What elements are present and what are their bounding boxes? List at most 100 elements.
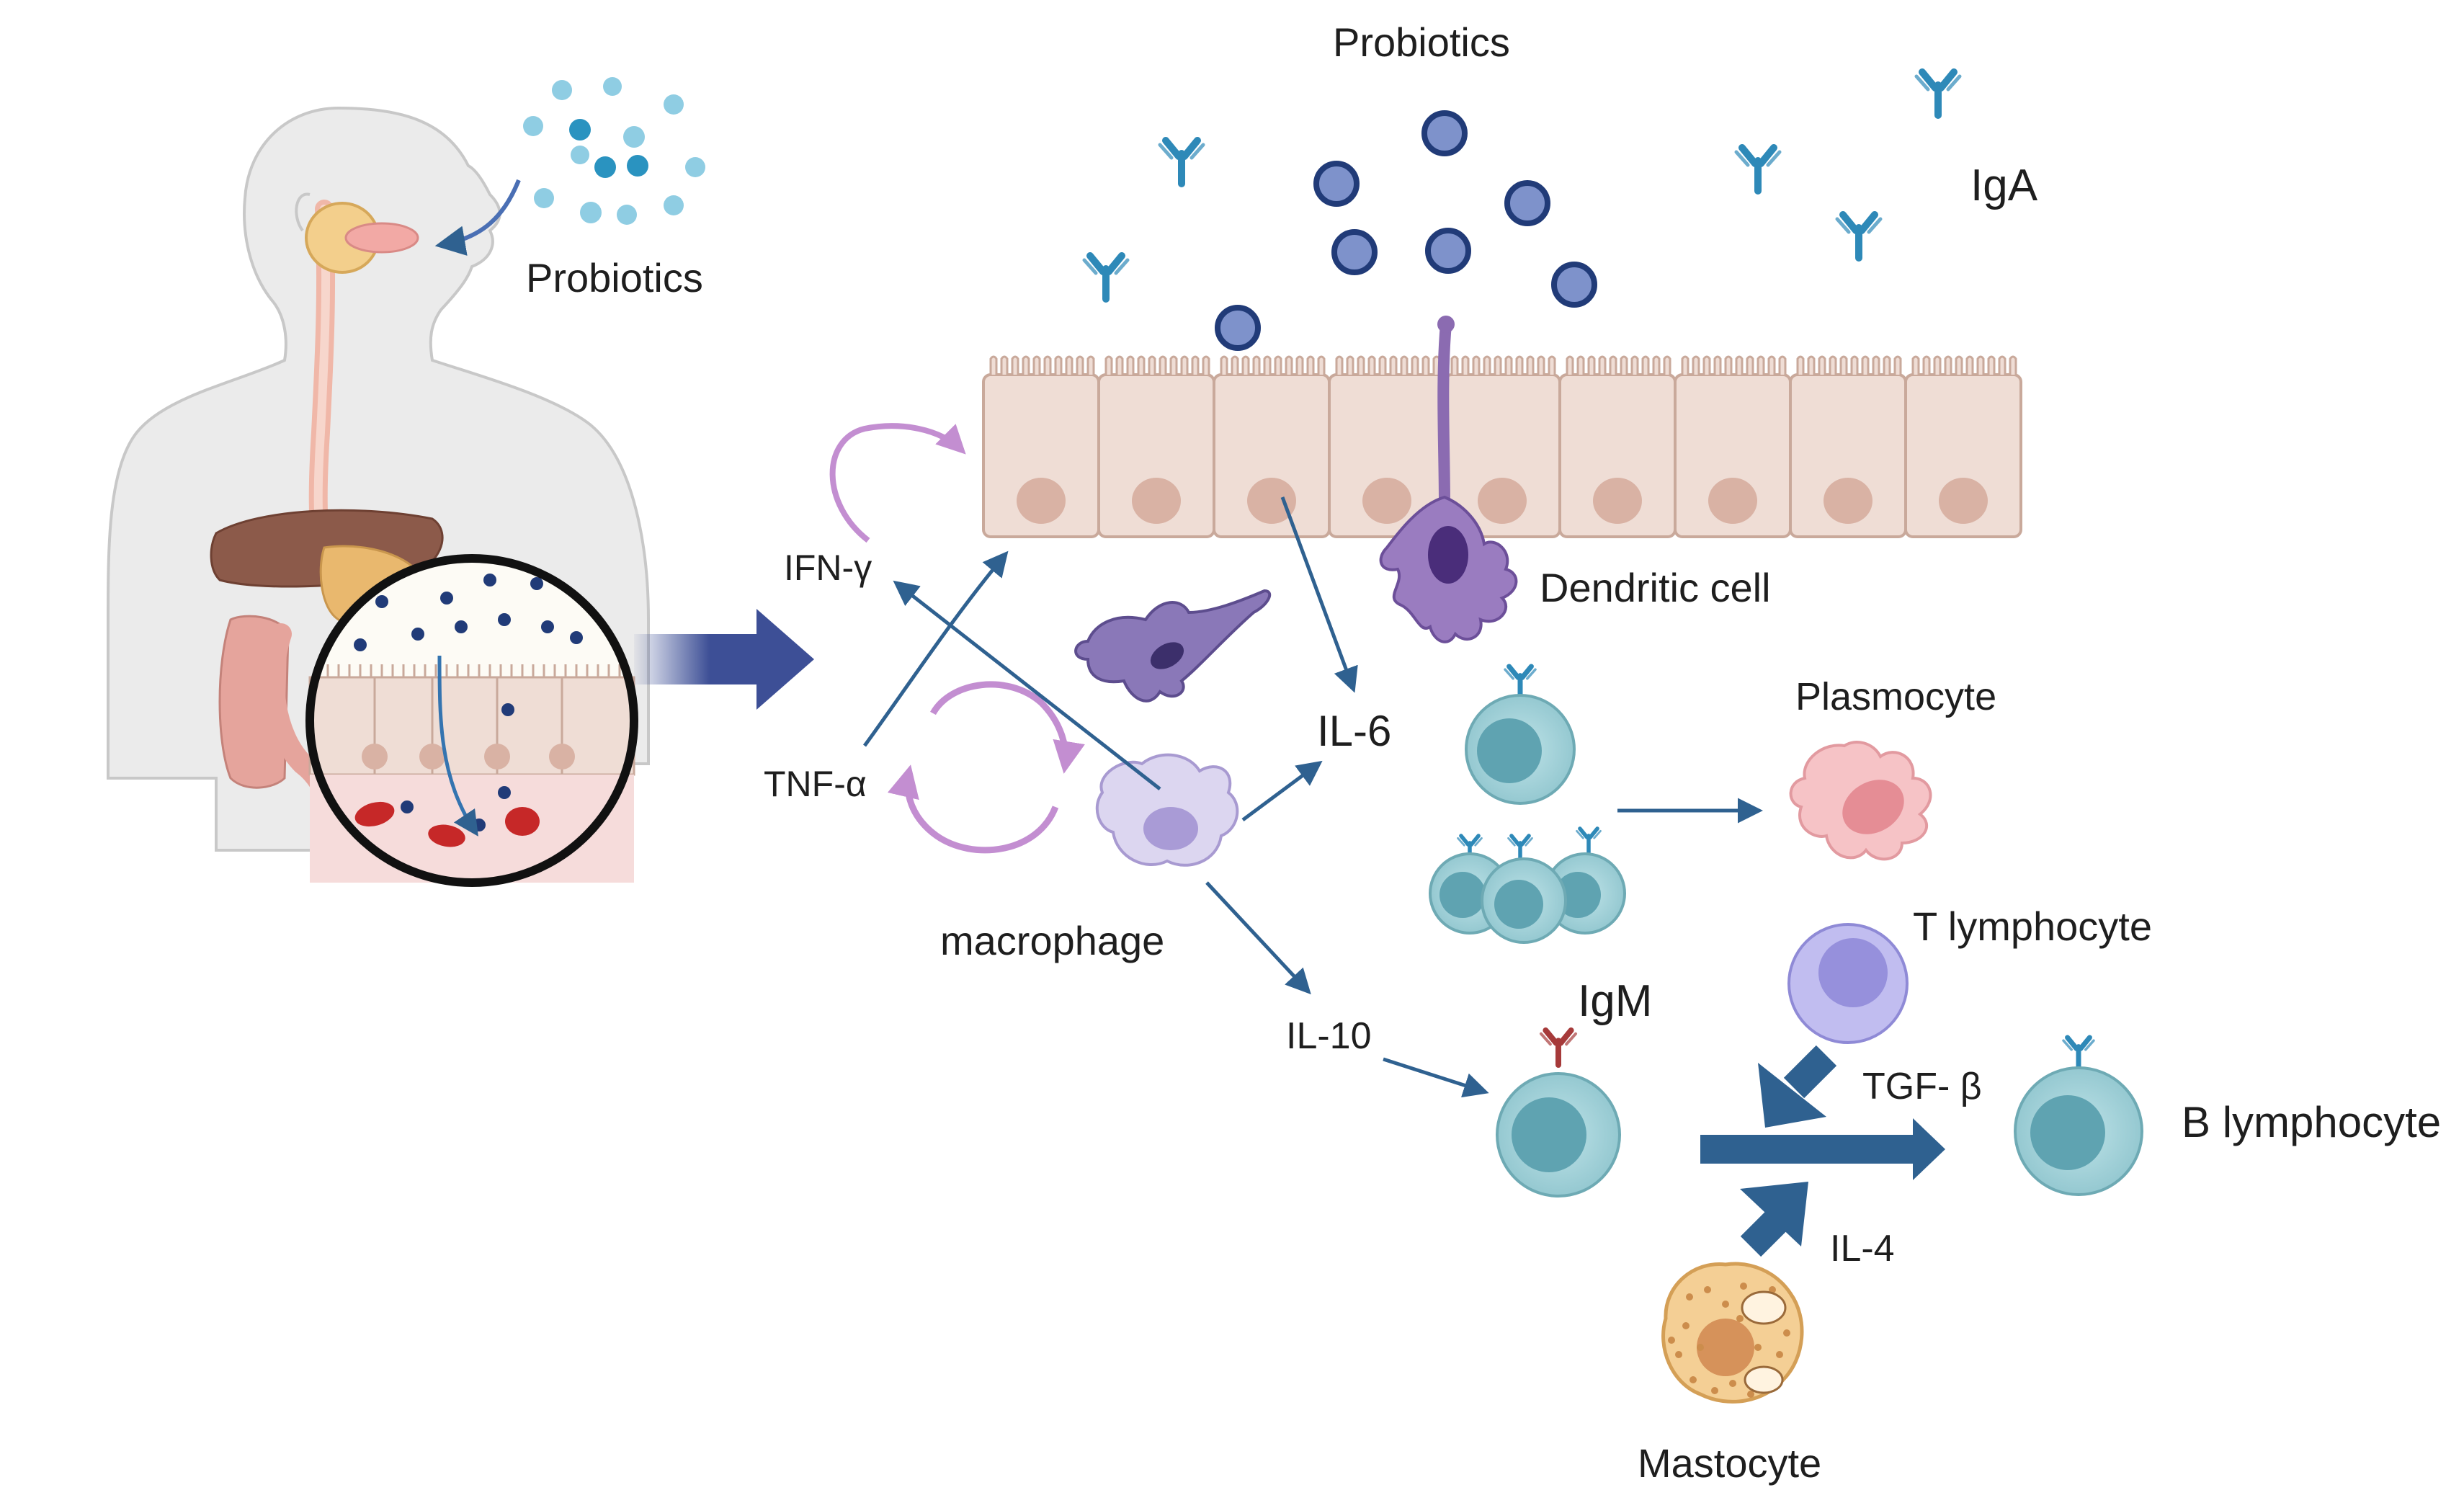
transition-arrow xyxy=(634,609,814,710)
microvillus xyxy=(1944,355,1952,375)
microvillus xyxy=(1054,355,1063,375)
probiotic-particle xyxy=(594,156,616,178)
dendritic-cell xyxy=(1379,316,1518,643)
microvillus xyxy=(1713,355,1722,375)
plasmocyte-label: Plasmocyte xyxy=(1795,675,1996,718)
microvillus xyxy=(1893,355,1902,375)
microvillus xyxy=(1274,355,1282,375)
microvillus xyxy=(1472,355,1481,375)
microvillus xyxy=(1829,355,1837,375)
microvillus xyxy=(1724,355,1733,375)
ifn-gamma-label: IFN-γ xyxy=(784,548,872,588)
dendritic-cell-label: Dendritic cell xyxy=(1540,565,1771,610)
probiotic-particle xyxy=(627,155,648,177)
epithelial-nucleus xyxy=(1247,478,1296,524)
epithelial-nucleus xyxy=(1478,478,1527,524)
microvillus xyxy=(1922,355,1931,375)
epithelial-cell xyxy=(1904,373,2022,538)
macrophage-to-il10-arrow xyxy=(1205,881,1311,995)
microvillus xyxy=(1641,355,1650,375)
microvillus xyxy=(1746,355,1754,375)
microvillus xyxy=(1367,355,1376,375)
microvillus xyxy=(1011,355,1019,375)
mast-granule xyxy=(1754,1344,1762,1351)
microvillus xyxy=(1987,355,1996,375)
microvillus xyxy=(1933,355,1942,375)
microvillus xyxy=(1778,355,1787,375)
probiotic-bacterium xyxy=(1313,161,1360,207)
microvillus xyxy=(1818,355,1826,375)
macrophage-cycle-arrows xyxy=(887,681,1085,854)
tnf-to-epithelium-arrow xyxy=(862,550,1009,747)
microvillus xyxy=(1180,355,1189,375)
mast-granule xyxy=(1729,1380,1736,1387)
il6-label: IL-6 xyxy=(1317,707,1391,755)
microvillus xyxy=(1076,355,1084,375)
microvillus xyxy=(1537,355,1545,375)
epithelial-nucleus xyxy=(1017,478,1066,524)
microvillus xyxy=(1883,355,1891,375)
il10-to-bcell-arrow xyxy=(1383,1057,1489,1098)
microvillus xyxy=(1378,355,1387,375)
t-lymphocyte-cell xyxy=(1787,923,1909,1044)
mast-granule xyxy=(1783,1329,1790,1337)
microvillus xyxy=(1620,355,1628,375)
microvillus xyxy=(1104,355,1113,375)
microvillus xyxy=(1965,355,1974,375)
microvillus xyxy=(1159,355,1167,375)
mastocyte-cell xyxy=(1661,1262,1804,1404)
probiotic-bacteria-lumen xyxy=(1215,110,1597,351)
microvillus xyxy=(1252,355,1261,375)
microvillus xyxy=(1191,355,1200,375)
epithelium-to-il6-arrow xyxy=(1280,496,1358,693)
t-lymphocyte-label: T lymphocyte xyxy=(1913,904,2152,949)
probiotic-bacterium xyxy=(1215,305,1261,351)
mast-granule xyxy=(1697,1344,1704,1351)
epithelial-nucleus xyxy=(1939,478,1988,524)
microvillus xyxy=(1587,355,1596,375)
probiotics-label-person: Probiotics xyxy=(526,255,703,300)
b-cell-single xyxy=(1465,666,1576,805)
probiotic-particle xyxy=(623,126,645,148)
probiotic-particle xyxy=(523,116,543,136)
microvillus xyxy=(1807,355,1816,375)
microvillus xyxy=(1335,355,1344,375)
probiotic-particle xyxy=(569,119,591,141)
macrophage-label: macrophage xyxy=(940,918,1164,963)
microvillus xyxy=(2009,355,2017,375)
microvillus xyxy=(1137,355,1146,375)
microvillus xyxy=(1735,355,1744,375)
microvillus xyxy=(1504,355,1513,375)
mast-granule xyxy=(1675,1351,1682,1358)
microvillus xyxy=(1295,355,1304,375)
microvillus xyxy=(1692,355,1700,375)
microvillus xyxy=(1346,355,1354,375)
microvillus xyxy=(1022,355,1030,375)
mast-granule xyxy=(1769,1286,1776,1293)
microvillus xyxy=(1148,355,1156,375)
igm-b-cell xyxy=(1496,1030,1621,1198)
b-lymphocyte-label: B lymphocyte xyxy=(2182,1098,2441,1146)
ifn-cycle-arrow xyxy=(829,423,966,543)
microvillus xyxy=(989,355,998,375)
iga-antibody-icon xyxy=(1837,215,1880,258)
epithelial-nucleus xyxy=(1362,478,1411,524)
microvillus xyxy=(1389,355,1398,375)
microvillus xyxy=(1231,355,1239,375)
microvillus xyxy=(1220,355,1228,375)
microvillus xyxy=(1306,355,1315,375)
microvillus xyxy=(1357,355,1365,375)
microvillus xyxy=(1757,355,1765,375)
gut-magnifier xyxy=(305,554,638,887)
macrophage-to-ifn-arrow xyxy=(893,580,1161,790)
mast-granule xyxy=(1776,1351,1783,1358)
microvillus xyxy=(1086,355,1095,375)
tgf-beta-conversion-arrow xyxy=(1700,1118,1945,1180)
epithelial-nucleus xyxy=(1824,478,1872,524)
microvillus xyxy=(1043,355,1052,375)
microvillus xyxy=(1241,355,1250,375)
microvillus xyxy=(1169,355,1178,375)
microvillus xyxy=(1839,355,1848,375)
